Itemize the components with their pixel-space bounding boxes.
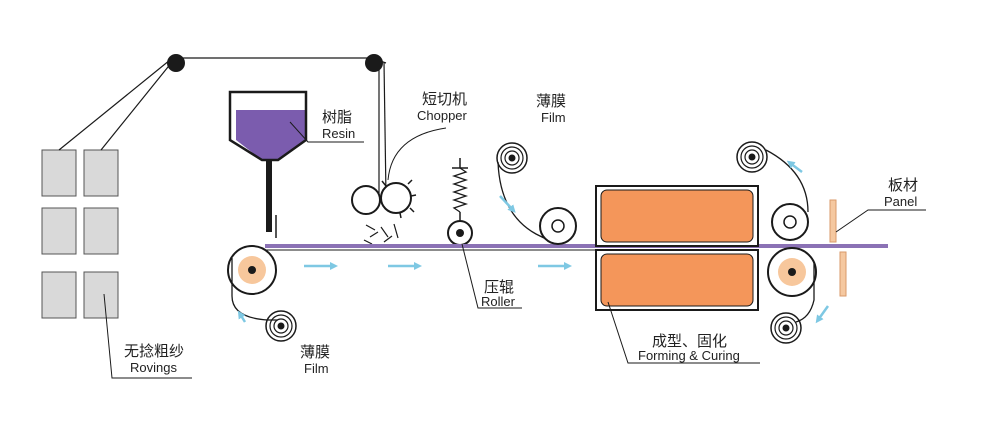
flow-arrow: [815, 305, 830, 324]
label-resin: 树脂 Resin: [322, 108, 355, 141]
svg-text:Roller: Roller: [481, 294, 516, 309]
roving-threads: [58, 57, 387, 197]
svg-text:板材: 板材: [888, 176, 918, 194]
panel-piece-top: [829, 199, 837, 243]
roving-box: [41, 207, 77, 255]
flow-arrow: [786, 160, 803, 173]
right-top-roller: [771, 203, 809, 241]
right-bottom-roller: [767, 247, 817, 297]
forming-curing-unit: [595, 185, 759, 311]
svg-text:Panel: Panel: [884, 194, 917, 209]
svg-text:薄膜: 薄膜: [300, 343, 330, 361]
svg-text:成型、固化: 成型、固化: [652, 332, 727, 350]
flow-arrow: [237, 310, 247, 323]
label-chopper: 短切机 Chopper: [417, 90, 468, 123]
pulley-right: [365, 54, 383, 72]
roving-box: [83, 271, 119, 319]
right-top-film-path: [765, 149, 809, 213]
pressure-roller: [447, 158, 473, 246]
roving-box: [83, 207, 119, 255]
svg-text:Rovings: Rovings: [130, 360, 177, 375]
top-film-spool-icon: [496, 142, 528, 174]
flow-arrows: [237, 160, 830, 324]
roving-box: [41, 271, 77, 319]
svg-text:短切机: 短切机: [422, 90, 467, 108]
right-bottom-film-spool-icon: [770, 312, 802, 344]
resin-hopper: [228, 90, 308, 238]
label-panel: 板材 Panel: [884, 176, 918, 209]
svg-text:Film: Film: [304, 361, 329, 376]
label-forming-curing: 成型、固化 Forming & Curing: [638, 332, 740, 363]
right-top-film-spool-icon: [736, 141, 768, 173]
rovings-group: [41, 149, 119, 319]
panel-piece-bottom: [839, 251, 847, 297]
label-rovings: 无捻粗纱 Rovings: [124, 342, 184, 375]
svg-text:树脂: 树脂: [322, 108, 352, 126]
roving-box: [41, 149, 77, 197]
svg-text:薄膜: 薄膜: [536, 92, 566, 110]
svg-text:压辊: 压辊: [484, 278, 514, 296]
label-film-top: 薄膜 Film: [536, 92, 566, 125]
svg-text:Film: Film: [541, 110, 566, 125]
label-roller: 压辊 Roller: [481, 278, 516, 309]
roving-box: [83, 149, 119, 197]
pulley-left: [167, 54, 185, 72]
bottom-film-spool-icon: [265, 310, 297, 342]
svg-text:无捻粗纱: 无捻粗纱: [124, 342, 184, 360]
svg-text:Chopper: Chopper: [417, 108, 468, 123]
svg-text:Forming & Curing: Forming & Curing: [638, 348, 740, 363]
leader-lines: [103, 121, 926, 379]
label-film-bottom: 薄膜 Film: [300, 343, 330, 376]
svg-text:Resin: Resin: [322, 126, 355, 141]
top-film-roller: [539, 207, 577, 245]
chopper: [351, 179, 417, 245]
flow-arrow: [499, 195, 516, 213]
left-drive-roller: [227, 245, 277, 295]
